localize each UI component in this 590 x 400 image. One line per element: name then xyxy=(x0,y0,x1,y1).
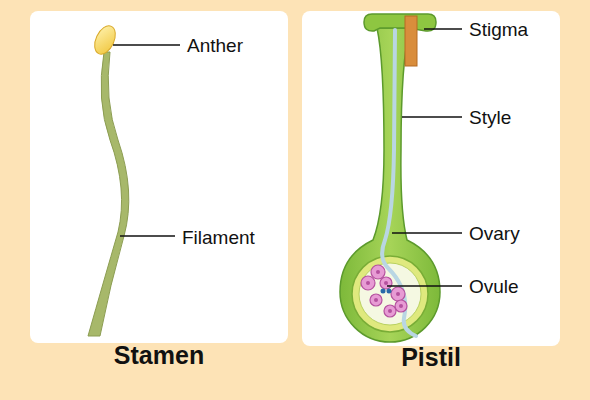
part-label: Stigma xyxy=(469,20,528,39)
style-column xyxy=(405,16,417,66)
ovule-cells xyxy=(361,265,407,317)
ovule-nuclei xyxy=(366,270,403,313)
filament-stalk xyxy=(88,52,129,336)
stamen-panel xyxy=(30,11,288,343)
leader-line xyxy=(387,285,462,287)
part-label: Ovary xyxy=(469,224,520,243)
leader-line xyxy=(113,44,180,46)
pistil-body xyxy=(340,28,440,342)
diagram-panel: Stamen xyxy=(30,11,288,343)
leader-line xyxy=(424,28,462,30)
egg-nucleus xyxy=(381,289,386,294)
part-label: Filament xyxy=(182,228,255,247)
panel-title: Pistil xyxy=(302,343,560,372)
part-label: Anther xyxy=(187,36,243,55)
egg-nucleus xyxy=(387,289,392,294)
diagram-panel: Pistil xyxy=(302,11,560,346)
part-label: Ovule xyxy=(469,277,519,296)
pollen-tube xyxy=(382,30,416,336)
panel-title: Stamen xyxy=(30,341,288,370)
part-label: Style xyxy=(469,108,511,127)
leader-line xyxy=(392,232,462,234)
leader-line xyxy=(120,235,175,237)
pistil-panel xyxy=(302,11,560,346)
anther-sac xyxy=(91,23,120,58)
leader-line xyxy=(402,116,462,118)
